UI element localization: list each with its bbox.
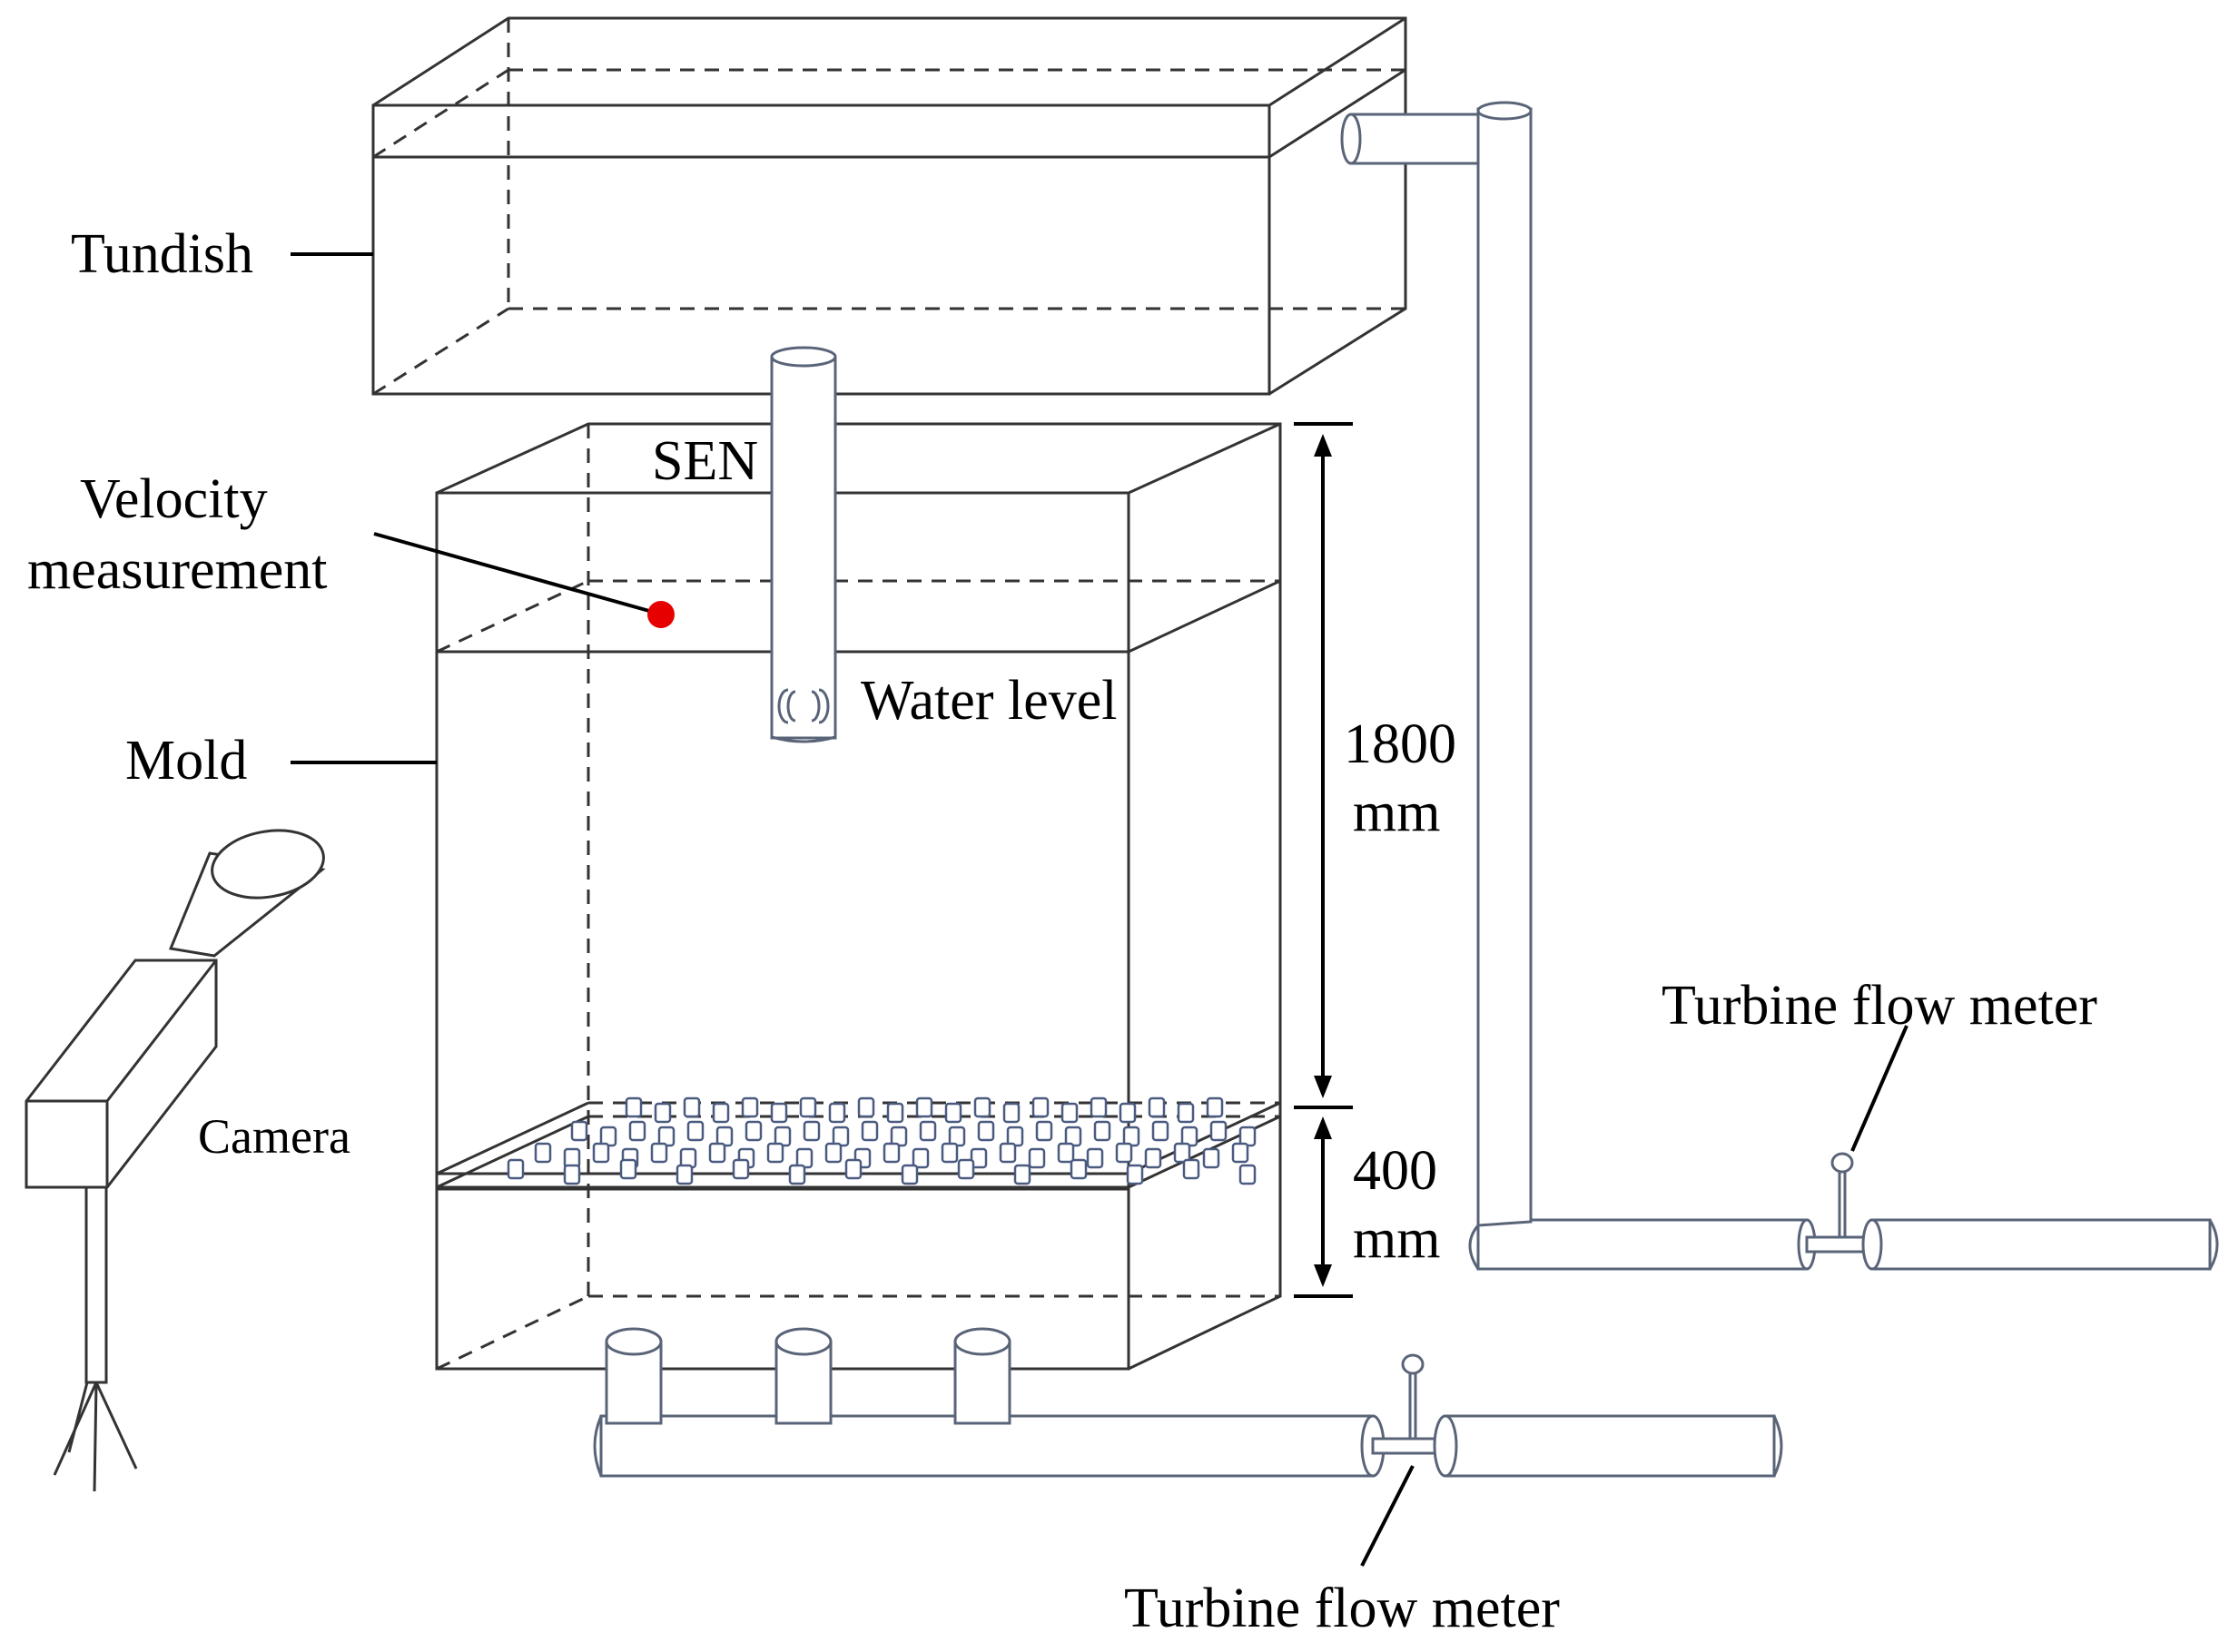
plate-hole	[686, 1120, 705, 1142]
plate-hole	[828, 1102, 846, 1124]
dimension-400mm	[1294, 1116, 1353, 1298]
plate-hole	[683, 1096, 701, 1118]
plate-hole	[1090, 1096, 1108, 1118]
flow-meter-lower-leader	[1360, 1465, 1415, 1567]
plate-hole	[886, 1102, 904, 1124]
velocity-label-line1: Velocity	[80, 468, 268, 530]
plate-hole	[650, 1142, 668, 1164]
plate-hole	[732, 1158, 750, 1180]
plate-hole	[1209, 1120, 1228, 1142]
plate-hole	[1035, 1120, 1053, 1142]
sen-nozzle	[770, 346, 837, 743]
plate-hole	[1238, 1164, 1257, 1185]
plate-hole	[745, 1120, 763, 1142]
plate-hole	[915, 1096, 933, 1118]
dimension-upper-unit: mm	[1353, 782, 1440, 843]
plate-hole	[824, 1142, 843, 1164]
velocity-leader	[373, 532, 656, 615]
plate-hole	[957, 1158, 975, 1180]
plate-hole	[1119, 1102, 1137, 1124]
plate-hole	[592, 1142, 610, 1164]
tundish-label: Tundish	[71, 223, 253, 285]
plate-hole	[1013, 1164, 1031, 1185]
flow-meter-lower-label: Turbine flow meter	[1124, 1578, 1560, 1639]
plate-hole	[712, 1102, 730, 1124]
plate-hole	[1093, 1120, 1111, 1142]
plate-hole	[1144, 1147, 1162, 1169]
flow-meter-upper-leader	[1850, 1025, 1908, 1152]
camera	[25, 829, 326, 1492]
plate-hole	[1115, 1142, 1133, 1164]
plate-hole	[676, 1164, 694, 1185]
sen-label: SEN	[652, 430, 758, 492]
plate-hole	[883, 1142, 901, 1164]
plate-hole	[844, 1158, 863, 1180]
plate-hole	[1206, 1096, 1224, 1118]
plate-hole	[1182, 1158, 1200, 1180]
plate-hole	[1070, 1158, 1088, 1180]
plate-hole	[1202, 1147, 1220, 1169]
tundish	[371, 16, 1407, 396]
plate-hole	[1177, 1102, 1195, 1124]
plate-hole	[1126, 1164, 1144, 1185]
plate-hole	[1151, 1120, 1169, 1142]
plate-hole	[912, 1147, 930, 1169]
perforated-plate-holes	[507, 1096, 1257, 1185]
plate-hole	[1086, 1147, 1104, 1169]
dimension-lower-unit: mm	[1353, 1208, 1440, 1270]
plate-hole	[1231, 1142, 1249, 1164]
mold-label: Mold	[125, 730, 247, 792]
plate-hole	[534, 1142, 552, 1164]
velocity-label-line2: measurement	[27, 539, 328, 601]
plate-hole	[803, 1120, 821, 1142]
flow-meter-upper-label: Turbine flow meter	[1662, 975, 2097, 1037]
velocity-measurement-point	[647, 601, 675, 628]
plate-hole	[970, 1147, 988, 1169]
plate-hole	[1060, 1102, 1079, 1124]
plate-hole	[570, 1120, 588, 1142]
outlet-pipe-lower	[593, 1327, 1783, 1478]
plate-hole	[941, 1142, 959, 1164]
plate-hole	[625, 1096, 643, 1118]
plate-hole	[741, 1096, 759, 1118]
plate-hole	[944, 1102, 962, 1124]
plate-hole	[1148, 1096, 1166, 1118]
plate-hole	[619, 1158, 637, 1180]
plate-hole	[1028, 1147, 1046, 1169]
plate-hole	[788, 1164, 806, 1185]
plate-hole	[973, 1096, 991, 1118]
water-level-label: Water level	[861, 670, 1117, 732]
return-pipe-upper	[1340, 101, 2219, 1271]
plate-hole	[1057, 1142, 1075, 1164]
mold	[435, 422, 1282, 1371]
plate-hole	[861, 1120, 879, 1142]
dimension-1800mm	[1294, 422, 1353, 1109]
plate-hole	[770, 1102, 788, 1124]
dimension-lower-value: 400	[1353, 1140, 1437, 1202]
plate-hole	[708, 1142, 726, 1164]
plate-hole	[999, 1142, 1017, 1164]
plate-hole	[563, 1164, 581, 1185]
dimension-upper-value: 1800	[1344, 713, 1456, 775]
plate-hole	[628, 1120, 646, 1142]
plate-hole	[1002, 1102, 1021, 1124]
plate-hole	[857, 1096, 875, 1118]
plate-hole	[1173, 1142, 1191, 1164]
plate-hole	[919, 1120, 937, 1142]
camera-label: Camera	[198, 1109, 350, 1164]
plate-hole	[799, 1096, 817, 1118]
plate-hole	[1031, 1096, 1050, 1118]
plate-hole	[977, 1120, 995, 1142]
plate-hole	[507, 1158, 525, 1180]
plate-hole	[654, 1102, 672, 1124]
plate-hole	[901, 1164, 919, 1185]
plate-hole	[766, 1142, 784, 1164]
